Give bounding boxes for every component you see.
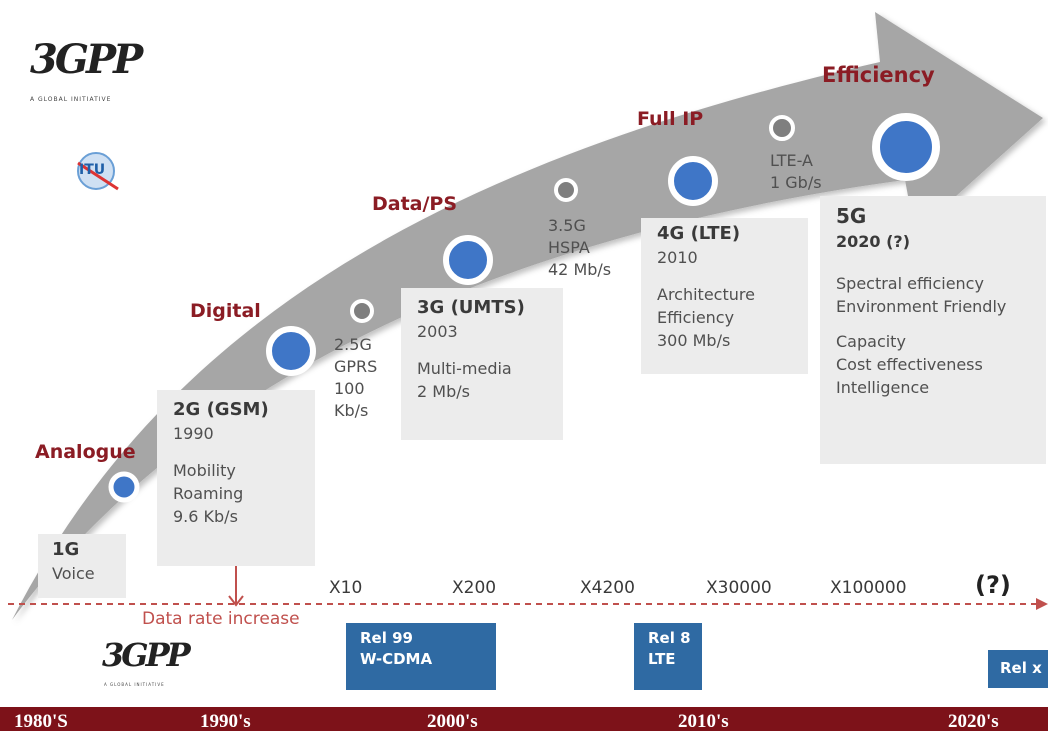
box-4g-title: 4G (LTE) — [657, 223, 741, 244]
box-5g-line: Environment Friendly — [836, 297, 1007, 316]
multiplier-x10: X10 — [329, 578, 363, 598]
label-25g-line: 2.5G — [334, 335, 372, 354]
multiplier-x100000: X100000 — [830, 578, 907, 598]
decade-2020s: 2020's — [948, 711, 999, 732]
multiplier-x30000: X30000 — [706, 578, 772, 598]
box-4g: 4G (LTE) 2010 Architecture Efficiency 30… — [641, 218, 808, 374]
node-25g — [350, 299, 374, 323]
era-label-digital: Digital — [190, 300, 261, 322]
era-label-efficiency: Efficiency — [822, 63, 935, 87]
era-label-analogue: Analogue — [35, 441, 136, 463]
box-4g-line: 300 Mb/s — [657, 331, 731, 350]
label-lte-a-line: 1 Gb/s — [770, 173, 822, 192]
decade-1990s: 1990's — [200, 711, 251, 732]
node-5g — [872, 113, 940, 181]
release-relx: Rel x — [988, 650, 1048, 688]
logo-3gpp-text: 3GPP — [30, 36, 143, 83]
box-5g-line: Capacity — [836, 332, 906, 351]
box-4g-line: Efficiency — [657, 308, 735, 327]
label-25g-line: GPRS — [334, 357, 378, 376]
box-5g-line: Cost effectiveness — [836, 355, 983, 374]
logo-3gpp-top: 3GPP A GLOBAL INITIATIVE — [22, 32, 172, 127]
timeline-bar — [0, 707, 1048, 731]
box-1g: 1G Voice — [38, 534, 126, 598]
era-label-data-ps: Data/PS — [372, 193, 458, 215]
decade-2000s: 2000's — [427, 711, 478, 732]
box-3g-line: 2 Mb/s — [417, 382, 470, 401]
box-1g-line: Voice — [52, 564, 95, 583]
label-25g: 2.5G GPRS 100 Kb/s — [334, 334, 377, 422]
label-lte-a: LTE-A 1 Gb/s — [770, 150, 822, 194]
label-lte-a-line: LTE-A — [770, 151, 813, 170]
release-rel8-line1: Rel 8 — [648, 629, 691, 647]
release-rel99-line2: W-CDMA — [360, 650, 433, 668]
box-5g-year: 2020 (?) — [836, 232, 911, 251]
box-3g-title: 3G (UMTS) — [417, 297, 525, 318]
box-3g: 3G (UMTS) 2003 Multi-media 2 Mb/s — [401, 288, 563, 440]
decade-1980s: 1980'S — [14, 711, 68, 732]
release-rel8-line2: LTE — [648, 650, 676, 668]
generation-nodes — [108, 113, 940, 503]
release-rel99: Rel 99 W-CDMA — [346, 623, 496, 690]
label-25g-line: Kb/s — [334, 401, 369, 420]
node-4g — [668, 156, 718, 206]
box-1g-title: 1G — [52, 539, 80, 560]
release-rel99-line1: Rel 99 — [360, 629, 413, 647]
data-rate-arrowhead — [1036, 598, 1048, 610]
box-5g-title: 5G — [836, 204, 867, 228]
node-35g — [554, 178, 578, 202]
release-relx-line1: Rel x — [1000, 659, 1042, 677]
box-3g-year: 2003 — [417, 322, 458, 341]
decade-2010s: 2010's — [678, 711, 729, 732]
node-3g — [443, 235, 493, 285]
label-25g-line: 100 — [334, 379, 365, 398]
label-35g: 3.5G HSPA 42 Mb/s — [548, 215, 611, 281]
box-2g-title: 2G (GSM) — [173, 399, 269, 420]
logo-itu: ITU — [70, 143, 126, 199]
arrow-shape — [12, 12, 1043, 620]
box-4g-line: Architecture — [657, 285, 755, 304]
multiplier-unknown: (?) — [975, 571, 1011, 599]
logo-3gpp-tagline: A GLOBAL INITIATIVE — [30, 96, 112, 103]
release-rel8: Rel 8 LTE — [634, 623, 702, 690]
label-35g-line: HSPA — [548, 238, 590, 257]
rate-marker-head — [228, 595, 244, 607]
box-5g-line: Spectral efficiency — [836, 274, 984, 293]
logo-3gpp-bottom: 3GPP A GLOBAL INITIATIVE — [100, 636, 210, 696]
node-2g — [266, 326, 316, 376]
box-2g-line: Mobility — [173, 461, 236, 480]
box-3g-line: Multi-media — [417, 359, 512, 378]
node-lte-a — [769, 115, 795, 141]
logo-itu-text: ITU — [79, 162, 106, 178]
node-1g — [108, 471, 140, 503]
box-2g-line: 9.6 Kb/s — [173, 507, 238, 526]
label-35g-line: 3.5G — [548, 216, 586, 235]
box-4g-year: 2010 — [657, 248, 698, 267]
multiplier-x4200: X4200 — [580, 578, 635, 598]
data-rate-label: Data rate increase — [142, 609, 300, 629]
label-35g-line: 42 Mb/s — [548, 260, 612, 279]
box-2g-line: Roaming — [173, 484, 244, 503]
box-5g-line: Intelligence — [836, 378, 930, 397]
box-5g: 5G 2020 (?) Spectral efficiency Environm… — [820, 196, 1046, 464]
box-2g-year: 1990 — [173, 424, 214, 443]
box-2g: 2G (GSM) 1990 Mobility Roaming 9.6 Kb/s — [157, 390, 315, 566]
logo-3gpp-bottom-tagline: A GLOBAL INITIATIVE — [104, 682, 165, 687]
era-label-full-ip: Full IP — [637, 108, 704, 130]
multiplier-x200: X200 — [452, 578, 497, 598]
logo-3gpp-bottom-text: 3GPP — [102, 636, 191, 674]
